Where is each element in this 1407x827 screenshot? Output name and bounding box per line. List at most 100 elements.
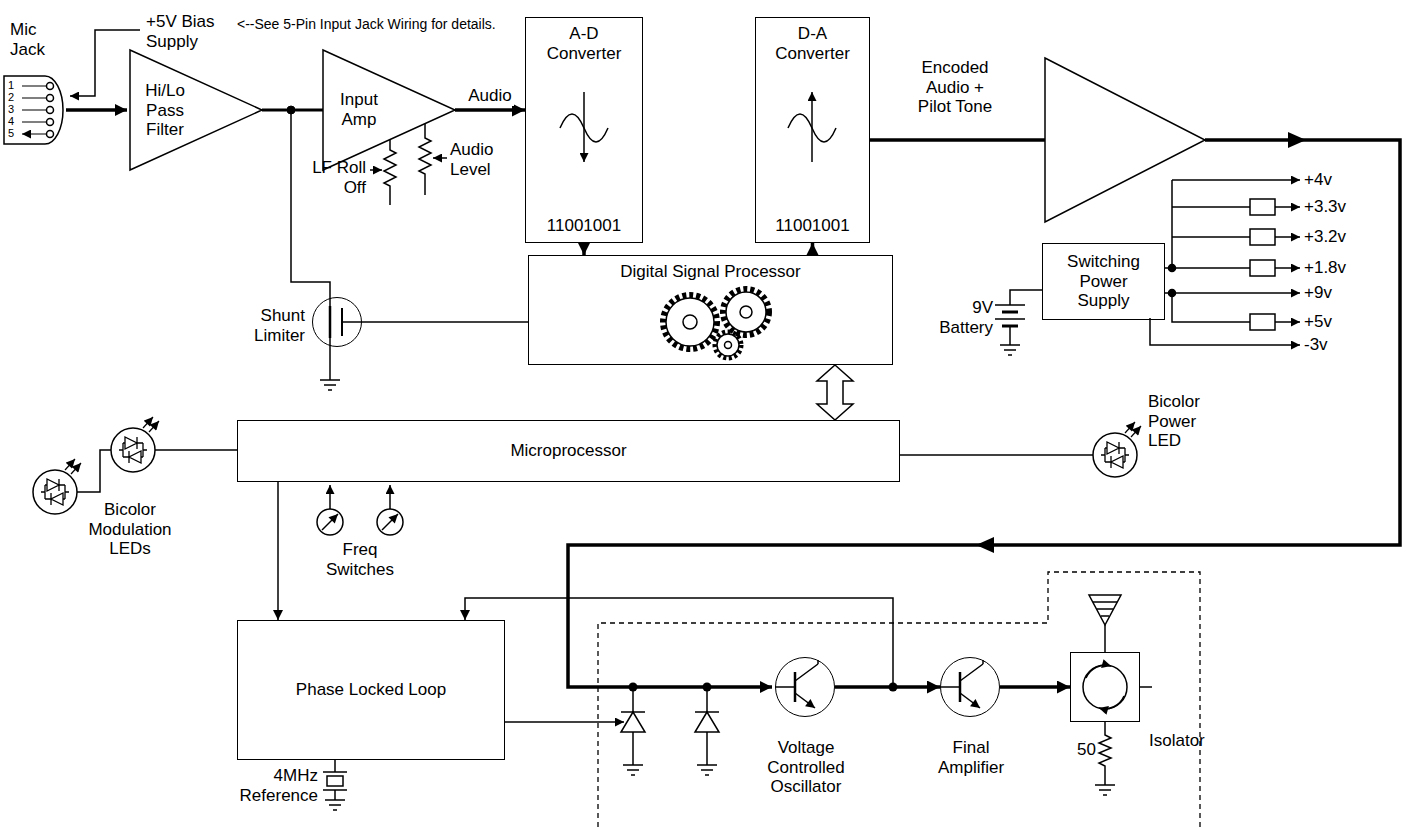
node-title: Input Amp (331, 90, 387, 129)
mic-jack-stroke (47, 107, 54, 114)
output-amp-path-stroke (1288, 132, 1306, 148)
transistor-symbols-stroke (960, 660, 983, 681)
dsp-gears-stroke (663, 295, 717, 349)
varactor-diodes-stroke (621, 687, 645, 775)
led-symbols (33, 417, 1141, 514)
trim-resistors-stroke (370, 169, 382, 171)
battery-label: 9V Battery (915, 298, 993, 337)
text-holder: Isolator (1149, 731, 1229, 751)
freq-switches-stroke (322, 514, 338, 530)
isolator-box: Isolator (1070, 652, 1140, 722)
processor-box: Microprocessor (237, 420, 900, 482)
power-rails-stroke (1250, 260, 1275, 276)
shunt-limiter-fet-stroke (320, 380, 340, 390)
signal-connector (582, 243, 586, 255)
node-title: Final Amplifier (927, 738, 1015, 777)
node-title: Microprocessor (510, 441, 626, 461)
shunt-limiter-fet-stroke (329, 338, 331, 380)
output-amp-path-stroke (870, 138, 1045, 142)
voltage-label: +4v (1304, 170, 1364, 190)
converter-icons-stroke (583, 92, 585, 162)
switch-label: Freq Switches (317, 540, 403, 579)
isolator-antenna-stroke (1099, 696, 1124, 709)
power-rails-stroke (1275, 267, 1300, 269)
control-label: Audio Level (450, 140, 510, 179)
dsp-gears-stroke (726, 292, 766, 332)
amplifier-triangle: Input Amp (323, 50, 455, 170)
trim-resistors-stroke (384, 140, 396, 205)
supply-label: +5V Bias Supply (146, 12, 226, 51)
power-rails-stroke (1275, 206, 1300, 208)
mic-jack-stroke (47, 95, 54, 102)
node-title: Hi/Lo Pass Filter (138, 81, 192, 140)
rf-shield (598, 572, 1200, 827)
led-label: Bicolor Modulation LEDs (82, 500, 178, 559)
node-code: 11001001 (547, 216, 621, 236)
voltage-label: +5v (1304, 312, 1364, 332)
signal-connector (465, 598, 893, 687)
converter-box: D-A Converter11001001 (755, 17, 870, 243)
isolator-antenna-stroke (1104, 625, 1106, 652)
dsp-gears-stroke (725, 342, 732, 349)
pin-number: 1 (8, 79, 20, 92)
dsp-gears-stroke (723, 289, 769, 335)
bus-double-arrow (817, 365, 853, 420)
processor-box: Digital Signal Processor (528, 255, 893, 365)
converter-box: A-D Converter 11001001 (525, 17, 643, 243)
isolator-antenna-stroke (1086, 665, 1111, 678)
filter-triangle: Hi/Lo Pass Filter (130, 50, 262, 170)
power-rails-stroke (1250, 199, 1275, 215)
node-title: Phase Locked Loop (296, 680, 446, 700)
node-title: Shunt Limiter (221, 306, 305, 345)
voltage-label: +1.8v (1304, 258, 1364, 278)
freq-switches-stroke (389, 485, 391, 509)
power-rails-stroke (1275, 236, 1300, 238)
signal-connector (362, 321, 528, 323)
node-title: Voltage Controlled Oscillator (756, 738, 856, 797)
node-title: A-D Converter (536, 24, 632, 63)
power-rails-stroke (1172, 179, 1300, 181)
crystal-reference-stroke (325, 800, 345, 810)
mic-jack-stroke (4, 76, 63, 144)
trim-resistors-stroke (433, 157, 447, 159)
isolator-antenna-stroke (1093, 602, 1117, 616)
text-holder: Input Amp (331, 90, 387, 129)
dsp-gears (663, 289, 769, 358)
signal-connector (277, 482, 279, 620)
node-title: D-A Converter (765, 24, 861, 63)
crystal-reference (323, 760, 347, 810)
varactor-diodes-stroke (695, 712, 719, 732)
isolator-antenna-stroke (1140, 686, 1152, 688)
voltage-label: +3.3v (1304, 197, 1364, 217)
led-symbols-stroke (900, 454, 1093, 456)
isolator-antenna-stroke (1083, 665, 1127, 709)
text-holder: Shunt Limiter (221, 306, 305, 345)
input-wires-stroke (66, 108, 127, 112)
converter-icons-stroke (811, 92, 813, 162)
signal-connector (1000, 685, 1070, 689)
signal-connector (455, 108, 525, 112)
crystal-reference-stroke (327, 776, 343, 786)
power-rails-stroke (1172, 207, 1250, 268)
isolator-antenna-stroke (1089, 595, 1121, 625)
signal-connector (811, 243, 815, 255)
isolator-antenna (1083, 595, 1152, 795)
connector-label: Audio (466, 86, 513, 106)
note-text: <--See 5-Pin Input Jack Wiring for detai… (237, 16, 521, 32)
power-rails-stroke (1172, 293, 1250, 322)
power-rails-stroke (1165, 292, 1300, 294)
pin-number: 2 (8, 91, 20, 104)
power-rails-stroke (1250, 229, 1275, 245)
transistor-symbols-stroke (940, 686, 960, 688)
control-label: LF Roll Off (304, 158, 366, 197)
transistor-symbols-stroke (795, 693, 815, 708)
shunt-limiter-fet-stroke (329, 306, 332, 338)
text-holder: Voltage Controlled Oscillator (756, 738, 856, 797)
converter-icons (560, 92, 836, 162)
voltage-label: +9v (1304, 283, 1364, 303)
led-symbols-stroke (111, 417, 159, 472)
shunt-limiter-fet-stroke (342, 321, 362, 323)
triangle-outline (130, 50, 262, 170)
led-symbols-stroke (1093, 422, 1141, 477)
